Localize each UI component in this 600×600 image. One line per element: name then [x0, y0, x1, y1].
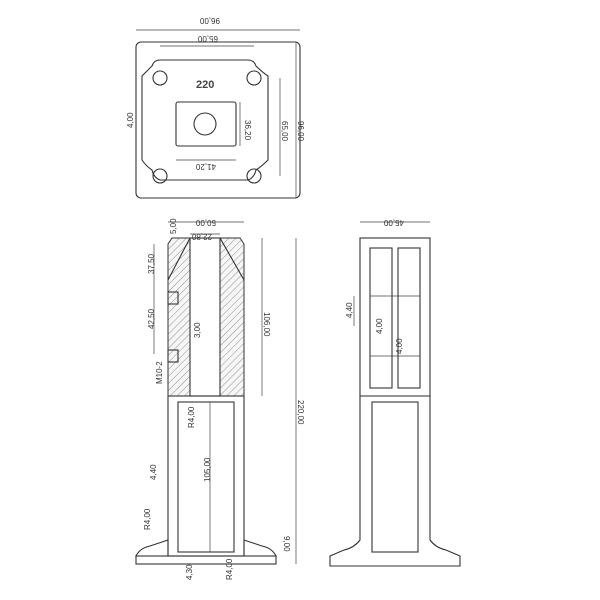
dim-base-thickness: 9,00	[282, 536, 291, 552]
dim-socket-depth: 106,00	[262, 312, 271, 337]
socket-left-wall	[167, 237, 191, 397]
set-screw-lower	[167, 349, 179, 363]
mount-hole-br	[246, 168, 262, 184]
dim-fillet-foot: R4,00	[225, 558, 234, 580]
set-screw-upper	[167, 291, 179, 305]
dim-base-plate: 4,30	[185, 564, 194, 580]
post	[189, 237, 221, 397]
dim-fillet-base: R4,00	[143, 508, 152, 530]
dim-post-width: 22,80	[191, 232, 212, 241]
top-view: 220 96,00 65,00 65,00 96,00 4,00 36,20 4…	[126, 16, 305, 199]
mount-hole-bl	[152, 168, 168, 184]
mount-hole-tl	[152, 70, 168, 86]
dim-top-width: 50,00	[195, 218, 216, 227]
dim-fillet-upper: R4,00	[187, 406, 196, 428]
dim-side-top-width: 45,00	[383, 218, 404, 227]
base-flange	[135, 539, 277, 557]
dim-inner-h: 36,20	[243, 120, 252, 141]
dim-inner-w: 41,20	[195, 162, 216, 171]
dim-hole-spacing-h: 65,00	[197, 34, 218, 43]
dim-overall-width: 96,00	[199, 16, 220, 25]
side-slot-left	[369, 247, 393, 389]
dim-overall-height: 96,00	[296, 121, 305, 142]
side-view: 45,00 4,40 4,00 4,00	[329, 218, 461, 567]
dim-tube-length: 105,00	[203, 457, 212, 482]
dim-top-offset: 5,00	[169, 218, 178, 234]
mount-hole-tr	[246, 70, 262, 86]
dim-thickness: 4,00	[126, 112, 135, 128]
side-tube	[329, 395, 461, 567]
dim-thread: M10-2	[155, 361, 164, 384]
front-view: 50,00 22,80 5,00 37,50 42,50 M10-2 3,00 …	[135, 218, 305, 580]
center-socket	[175, 101, 237, 147]
dim-lower-hole: 42,50	[147, 308, 156, 329]
socket-right-wall	[219, 237, 245, 397]
dim-overall-height: 220,00	[296, 400, 305, 425]
center-hole	[193, 112, 217, 136]
plate-outline	[135, 41, 301, 199]
dim-side-height-c: 4,00	[395, 338, 404, 354]
dim-side-height-b: 4,00	[375, 318, 384, 334]
side-slot-right	[397, 247, 421, 389]
dim-wall: 3,00	[193, 322, 202, 338]
dim-side-height-a: 4,40	[345, 302, 354, 318]
dim-hole-spacing-v: 65,00	[280, 121, 289, 142]
dim-tube-wall: 4,40	[149, 464, 158, 480]
part-label: 220	[196, 79, 214, 91]
dim-upper-hole: 37,50	[147, 253, 156, 274]
